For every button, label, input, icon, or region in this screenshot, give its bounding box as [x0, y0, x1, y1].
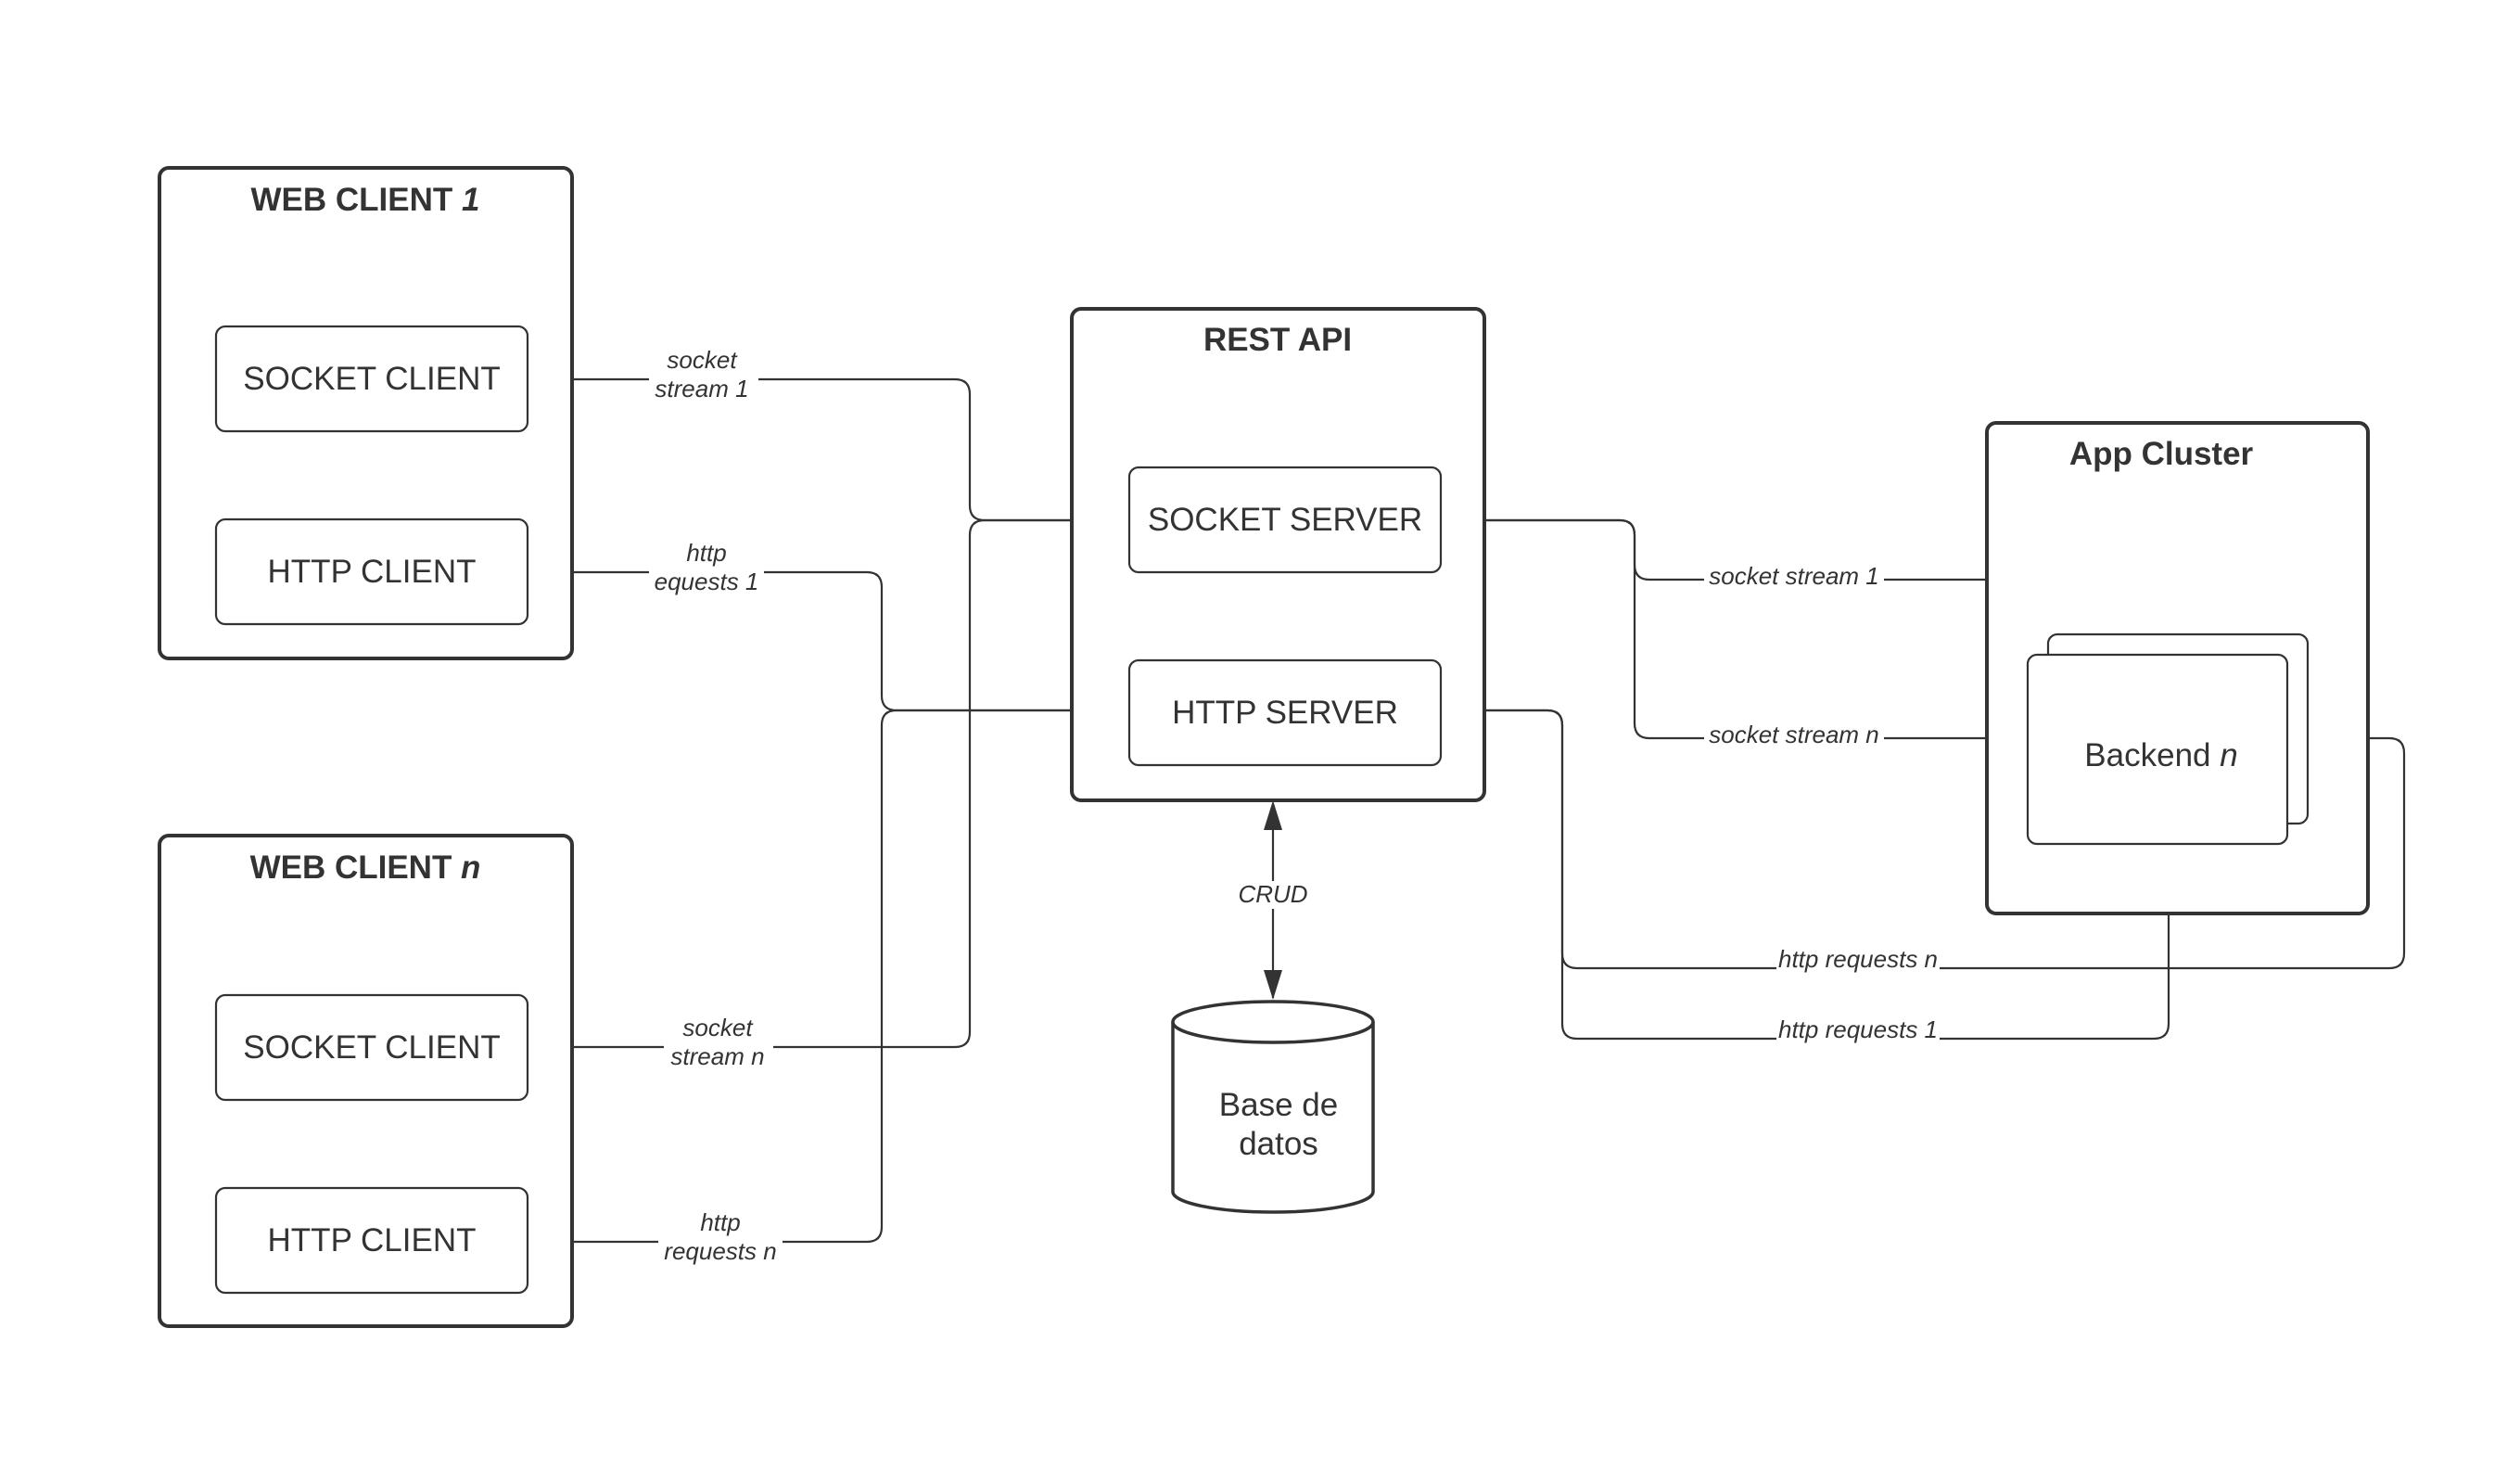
rest-api: REST API SOCKET SERVER HTTP SERVER: [1070, 307, 1486, 802]
web-client-1-title: WEB CLIENT 1: [251, 182, 480, 218]
socket-client-n-label: SOCKET CLIENT: [243, 1029, 500, 1066]
http-client-1-label: HTTP CLIENT: [268, 554, 477, 590]
backend-box: [2026, 653, 2289, 846]
label-crud: CRUD: [1238, 880, 1307, 908]
http-server-box: [1127, 658, 1443, 767]
label-socket-stream-n-line2: stream n: [670, 1042, 764, 1070]
label-socket-stream-1-line2: stream 1: [655, 375, 748, 402]
label-cluster-http-requests-n: http requests n: [1778, 945, 1938, 973]
label-http-requests-n-line2: requests n: [664, 1237, 776, 1265]
arrowhead-rest-api-bottom: [1264, 800, 1282, 830]
arrowhead-database-top: [1264, 970, 1282, 1000]
socket-client-1-label: SOCKET CLIENT: [243, 361, 500, 397]
label-socket-stream-1-line1: socket: [667, 346, 738, 374]
edge-http-requests-n: [529, 709, 1122, 1244]
edge-cluster-http-requests-1: [1439, 709, 2170, 1041]
edge-http-requests-1: [529, 570, 1122, 712]
socket-server-box: [1127, 466, 1443, 574]
database-cylinder-body: [1171, 1022, 1375, 1214]
label-cluster-socket-stream-1: socket stream 1: [1709, 562, 1879, 590]
label-cluster-http-requests-1: http requests 1: [1778, 1016, 1938, 1043]
web-client-n-title: WEB CLIENT n: [250, 849, 481, 886]
edge-socket-stream-n: [529, 518, 1122, 1049]
http-client-n-box: [214, 1186, 529, 1295]
label-http-requests-n-line1: http: [700, 1208, 740, 1236]
web-client-1: WEB CLIENT 1 SOCKET CLIENT HTTP CLIENT: [158, 166, 574, 660]
database: Base de datos: [1171, 1000, 1375, 1214]
socket-server-label: SOCKET SERVER: [1148, 502, 1422, 538]
edge-labels: socket stream 1 http equests 1 socket st…: [649, 345, 1940, 1265]
label-http-requests-1-line1: http: [686, 539, 726, 567]
socket-client-n-box: [214, 993, 529, 1102]
http-server-label: HTTP SERVER: [1172, 695, 1398, 731]
database-label-line1: Base de: [1219, 1087, 1338, 1123]
label-http-requests-1-line2: equests 1: [655, 568, 759, 595]
backend-label: Backend n: [2084, 737, 2237, 773]
app-cluster: App Cluster Backend n: [1985, 421, 2370, 915]
app-cluster-title: App Cluster: [2069, 436, 2254, 472]
web-client-n: WEB CLIENT n SOCKET CLIENT HTTP CLIENT: [158, 834, 574, 1328]
label-socket-stream-n-line1: socket: [682, 1014, 754, 1041]
edge-socket-stream-1: [529, 377, 1122, 522]
label-cluster-socket-stream-n: socket stream n: [1709, 721, 1879, 748]
database-label-line2: datos: [1239, 1126, 1318, 1162]
socket-client-1-box: [214, 325, 529, 433]
http-client-n-label: HTTP CLIENT: [268, 1222, 477, 1258]
rest-api-title: REST API: [1203, 322, 1352, 358]
database-cylinder-top: [1171, 1000, 1375, 1044]
edge-cluster-socket-stream-n: [1439, 518, 2029, 740]
http-client-1-box: [214, 517, 529, 626]
